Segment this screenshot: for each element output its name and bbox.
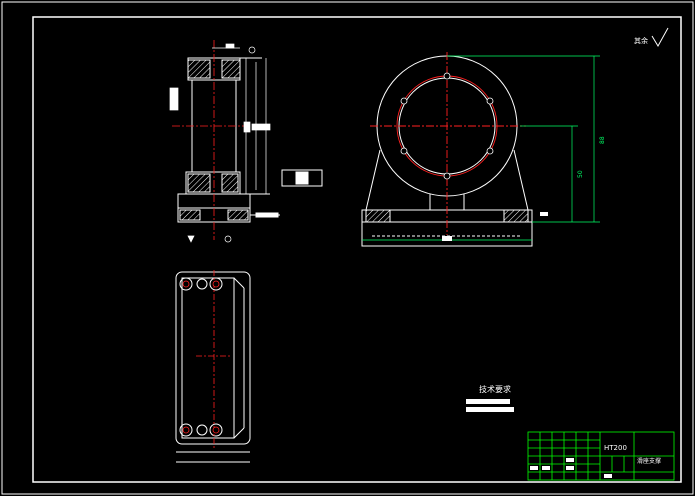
title-block	[527, 431, 675, 481]
front-section-view	[177, 57, 323, 223]
side-view-centerlines	[370, 52, 526, 235]
dim-total-height: 88	[599, 136, 606, 144]
dim-leg-note	[540, 212, 548, 216]
inner-frame	[32, 16, 682, 483]
tech-requirement-line-2	[466, 407, 514, 412]
bolt-holes	[400, 72, 494, 180]
top-view	[175, 271, 251, 463]
roughness-note: 其余	[634, 36, 648, 45]
front-view-dimensions	[169, 43, 271, 243]
part-name-label: 滑座支撑	[637, 457, 661, 465]
material-label: HT200	[604, 444, 627, 452]
tech-requirement-line-1	[466, 399, 510, 404]
title-block-fill	[530, 458, 612, 478]
roughness-symbol-icon	[651, 27, 669, 47]
top-view-centerlines	[182, 270, 232, 450]
dim-center-height: 50	[577, 170, 584, 178]
side-view-dimensions	[362, 55, 600, 241]
tech-requirements-title: 技术要求	[479, 384, 511, 394]
dim-base-width	[442, 236, 452, 241]
